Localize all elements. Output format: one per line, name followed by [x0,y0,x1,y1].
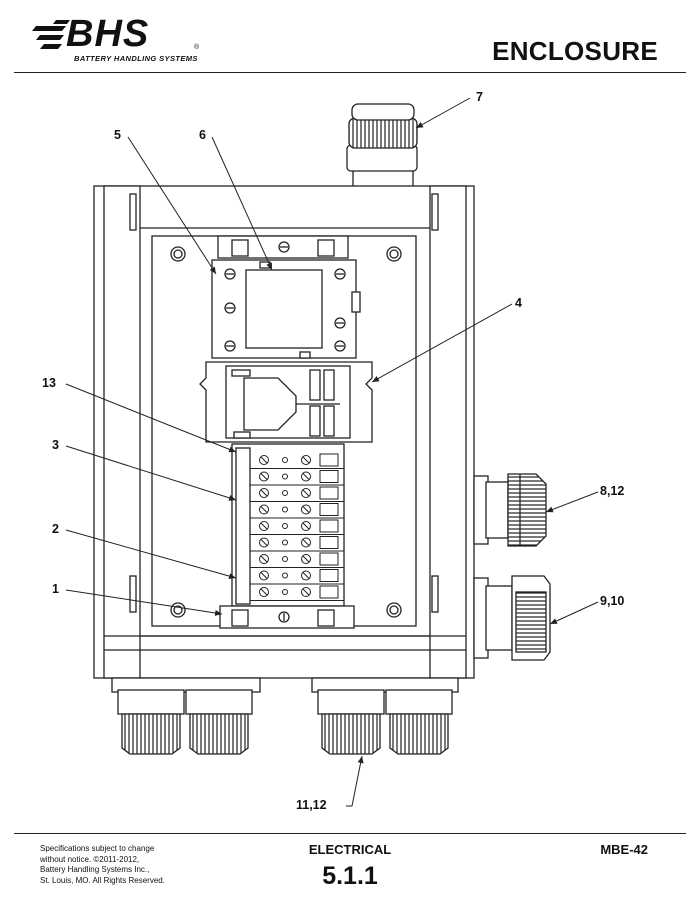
leader-13 [65,383,237,453]
bhs-logo: BHS ® BATTERY HANDLING SYSTEMS [32,14,222,66]
footer-divider [14,833,686,834]
page-title: ENCLOSURE [492,36,658,66]
leader-6 [211,136,273,271]
footer-disclaimer: Specifications subject to change without… [40,844,170,886]
callout-8-12: 8,12 [600,484,625,498]
side-cable-gland-upper [473,473,547,547]
terminal-row [250,552,344,568]
terminal-row [250,503,344,519]
logo-subtitle: BATTERY HANDLING SYSTEMS [74,54,198,63]
terminal-row [250,486,344,502]
footer-model-number: MBE-42 [600,842,648,857]
terminal-row [250,536,344,552]
terminal-row [250,519,344,535]
callout-2: 2 [52,522,59,536]
footer-section-number: 5.1.1 [322,862,378,890]
logo-registered-mark: ® [194,44,200,51]
callout-5: 5 [114,128,121,142]
footer-section-title: ELECTRICAL [308,842,392,857]
leader-7 [415,97,471,129]
terminal-row [250,569,344,585]
relay-module [199,361,373,443]
disclaimer-line: Specifications subject to change [40,844,155,853]
terminal-row [250,470,344,486]
terminal-row [250,453,344,469]
top-cable-gland [346,103,418,189]
leader-1 [65,589,223,616]
callout-13: 13 [42,376,56,390]
relay-base [211,235,361,359]
speed-lines-icon [32,20,70,49]
side-cable-gland-lower [473,575,551,661]
disclaimer-line: without notice. ©2011-2012, [40,854,140,864]
callout-1: 1 [52,582,59,596]
callout-7: 7 [476,90,483,104]
callout-3: 3 [52,438,59,452]
bottom-cable-glands [111,677,459,755]
callout-4: 4 [515,296,522,310]
leader-5 [127,136,217,275]
header-divider [14,72,686,73]
leader-2 [65,529,237,579]
terminal-rows [250,453,344,601]
logo-text: BHS [66,13,150,55]
leader-9-10 [549,601,599,625]
leader-3 [65,445,237,501]
leader-11-12 [346,755,364,807]
leader-4 [371,303,513,383]
disclaimer-line: St. Louis, MO. All Rights Reserved. [40,875,165,885]
callout-9-10: 9,10 [600,594,625,608]
leader-8-12 [545,491,599,513]
callout-6: 6 [199,128,206,142]
callout-11-12: 11,12 [296,798,327,812]
terminal-end-stop [219,605,355,629]
terminal-row [250,585,344,601]
disclaimer-line: Battery Handling Systems Inc., [40,865,150,874]
